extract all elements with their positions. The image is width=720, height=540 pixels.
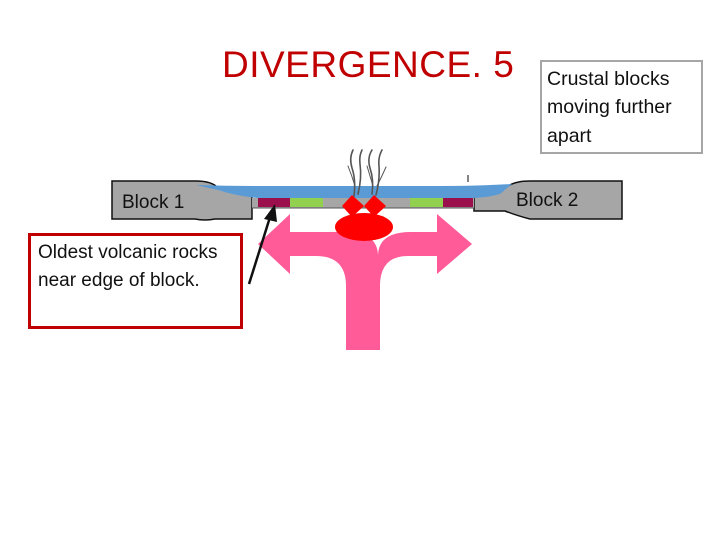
magma-dyke-right <box>364 195 386 217</box>
slide-title: DIVERGENCE. 5 <box>222 44 515 85</box>
middle-rock-right <box>410 198 443 207</box>
callout-oldest-rocks: Oldest volcanic rocks near edge of block… <box>28 233 243 329</box>
magma-chamber <box>335 213 393 241</box>
block-2-label: Block 2 <box>516 190 578 211</box>
pointer-arrow-icon <box>247 213 273 285</box>
block-1-label: Block 1 <box>122 192 184 213</box>
magma-dyke-left <box>342 195 364 217</box>
pointer-arrowhead <box>264 204 277 222</box>
oceanic-floor <box>252 198 474 208</box>
oldest-rock-right <box>443 198 473 207</box>
middle-rock-left <box>290 198 323 207</box>
volcanic-plume-icon <box>347 149 387 197</box>
callout-crustal-blocks: Crustal blocks moving further apart <box>540 60 703 154</box>
oldest-rock-left <box>258 198 290 207</box>
diverging-arrow-icon <box>258 214 472 350</box>
